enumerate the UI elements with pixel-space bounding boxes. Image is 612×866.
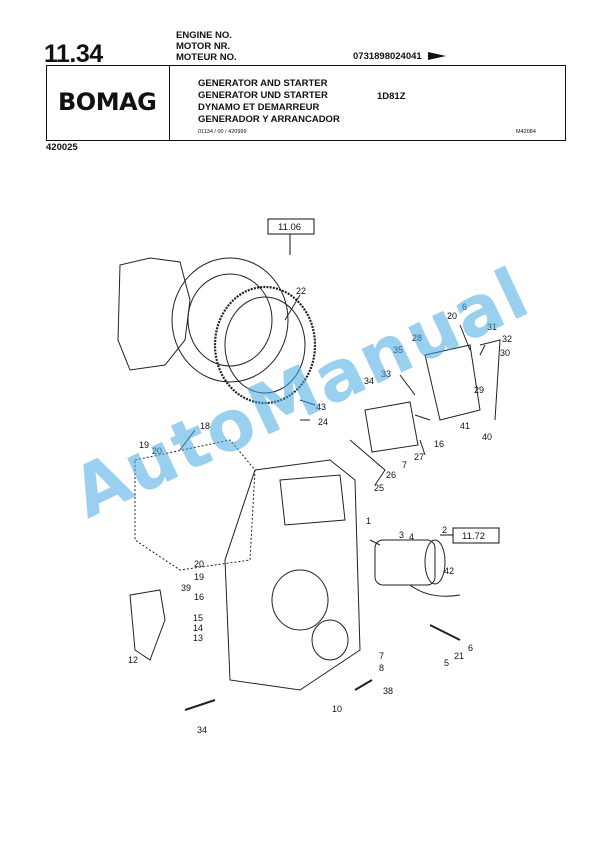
document-code: 420025 bbox=[46, 142, 78, 153]
part-label: 21 bbox=[454, 651, 464, 661]
part-label: 35 bbox=[393, 345, 403, 355]
starter-cable-shape bbox=[409, 584, 461, 597]
ring-gear-shape bbox=[213, 285, 317, 405]
part-label: 3 bbox=[399, 530, 404, 540]
part-label: 12 bbox=[128, 655, 138, 665]
cylinder-head-shape bbox=[279, 474, 346, 526]
timing-cover-shape bbox=[271, 569, 329, 631]
part-label: 4 bbox=[409, 532, 414, 542]
arrow-right-icon bbox=[428, 52, 446, 60]
part-label: 16 bbox=[194, 592, 204, 602]
gasket-shape bbox=[134, 439, 256, 571]
strap-34-shape bbox=[184, 699, 216, 711]
bomag-logo: BOMAG bbox=[58, 88, 157, 116]
part-label: 1 bbox=[366, 516, 371, 526]
regulator-plate-shape bbox=[424, 344, 481, 421]
fan-inner-shape bbox=[187, 273, 273, 367]
part-label: 20 bbox=[447, 311, 457, 321]
ref-box-11-06-label: 11.06 bbox=[278, 222, 301, 233]
part-label: 34 bbox=[197, 725, 207, 735]
cable-shape bbox=[349, 439, 386, 486]
leader-lines bbox=[179, 294, 486, 546]
part-label: 19 bbox=[194, 572, 204, 582]
part-label: 8 bbox=[379, 663, 384, 673]
part-label: 33 bbox=[381, 369, 391, 379]
part-label: 40 bbox=[482, 432, 492, 442]
bracket-12-shape bbox=[129, 589, 166, 661]
model-code: 1D81Z bbox=[377, 91, 406, 102]
part-label: 13 bbox=[193, 633, 203, 643]
pulley-shape bbox=[311, 619, 349, 661]
engine-housing-shape bbox=[117, 257, 191, 371]
part-label: 38 bbox=[383, 686, 393, 696]
part-label: 32 bbox=[502, 334, 512, 344]
part-label: 19 bbox=[139, 440, 149, 450]
header-divider bbox=[169, 65, 171, 141]
part-label: 5 bbox=[444, 658, 449, 668]
m-code: M42084 bbox=[516, 129, 536, 135]
header-box bbox=[46, 65, 566, 141]
part-label: 41 bbox=[460, 421, 470, 431]
part-label: 2 bbox=[442, 525, 447, 535]
title-es: GENERADOR Y ARRANCADOR bbox=[198, 114, 340, 125]
part-label: 16 bbox=[434, 439, 444, 449]
part-label: 14 bbox=[193, 623, 203, 633]
part-label: 30 bbox=[500, 348, 510, 358]
fan-housing-shape bbox=[171, 257, 289, 383]
engine-label-fr: MOTEUR NO. bbox=[176, 52, 237, 63]
part-label: 7 bbox=[379, 651, 384, 661]
title-de: GENERATOR UND STARTER bbox=[198, 90, 328, 101]
part-label: 26 bbox=[386, 470, 396, 480]
starter-motor-shape bbox=[374, 539, 436, 586]
part-label: 15 bbox=[193, 613, 203, 623]
generator-shape bbox=[364, 401, 419, 453]
part-label: 6 bbox=[462, 302, 467, 312]
bracket-40-shape bbox=[479, 339, 501, 421]
ref-box-11-72-label: 11.72 bbox=[462, 531, 485, 542]
title-fr: DYNAMO ET DEMARREUR bbox=[198, 102, 320, 113]
part-label: 25 bbox=[374, 483, 384, 493]
engine-label-de: MOTOR NR. bbox=[176, 41, 231, 52]
part-label: 7 bbox=[402, 460, 407, 470]
engine-block-shape bbox=[224, 459, 361, 691]
part-label: 29 bbox=[474, 385, 484, 395]
part-label: 22 bbox=[296, 286, 306, 296]
ref-box-11-06: 11.06 bbox=[267, 218, 315, 255]
part-label: 42 bbox=[444, 566, 454, 576]
part-label: 34 bbox=[364, 376, 374, 386]
part-label: 28 bbox=[412, 333, 422, 343]
part-label: 27 bbox=[414, 452, 424, 462]
page-number: 11.34 bbox=[44, 40, 103, 68]
part-label: 20 bbox=[152, 446, 162, 456]
ring-gear-inner-shape bbox=[224, 296, 306, 394]
title-en: GENERATOR AND STARTER bbox=[198, 78, 328, 89]
strap-38-shape bbox=[354, 679, 373, 691]
part-label: 24 bbox=[318, 417, 328, 427]
part-label: 6 bbox=[468, 643, 473, 653]
engine-label-en: ENGINE NO. bbox=[176, 30, 232, 41]
part-label: 43 bbox=[316, 402, 326, 412]
cable-5-shape bbox=[429, 624, 461, 641]
reference-code: 01134 / 00 / 420999 bbox=[198, 129, 247, 135]
part-label: 18 bbox=[200, 421, 210, 431]
part-label: 10 bbox=[332, 704, 342, 714]
engine-number: 0731898024041 bbox=[353, 51, 422, 62]
part-label: 31 bbox=[487, 322, 497, 332]
ref-box-11-72: 11.72 bbox=[440, 527, 500, 544]
part-labels: 22 43 24 6 20 31 32 30 28 35 29 34 33 41… bbox=[128, 286, 512, 735]
starter-end-shape bbox=[424, 539, 446, 585]
part-label: 39 bbox=[181, 583, 191, 593]
part-label: 20 bbox=[194, 559, 204, 569]
